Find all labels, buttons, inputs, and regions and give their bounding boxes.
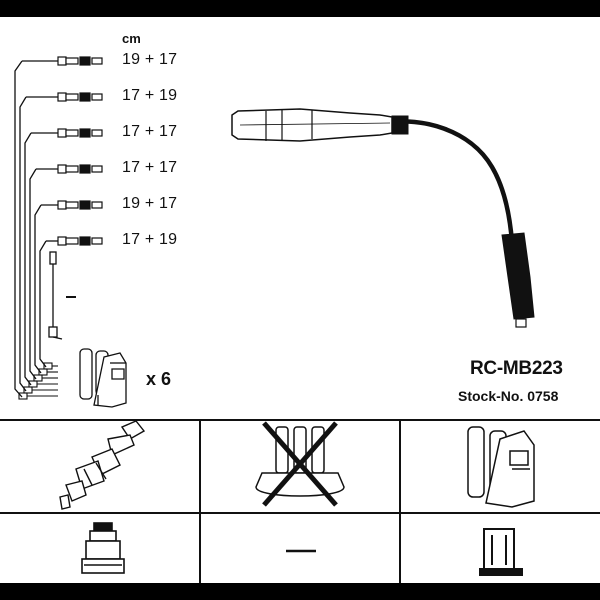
cable-set-diagram (14, 60, 63, 400)
coil-lead-dash (66, 296, 76, 298)
grid-lines (0, 419, 600, 583)
lead-length-2: 17 + 19 (122, 87, 178, 104)
coil-multiplier: x 6 (146, 369, 172, 389)
plug-connector-icon (81, 522, 125, 574)
coil-pack-small-icon (79, 348, 127, 408)
diagram-canvas (0, 56, 600, 583)
boot-connectors (57, 56, 103, 246)
ignition-lead-illustration (231, 108, 535, 328)
spark-plug-icon (59, 420, 146, 510)
terminal-icon (479, 528, 523, 576)
ignition-coil-icon (467, 426, 535, 508)
lead-length-1: 19 + 17 (122, 51, 178, 68)
part-number: RC-MB223 (470, 358, 563, 379)
lead-length-5: 19 + 17 (122, 195, 178, 212)
lead-length-6: 17 + 19 (122, 231, 178, 248)
lead-length-4: 17 + 17 (122, 159, 178, 176)
lead-length-3: 17 + 17 (122, 123, 178, 140)
stock-number: Stock-No. 0758 (458, 388, 559, 404)
unit-label: cm (122, 31, 141, 46)
distributor-cap-crossed-icon (255, 421, 345, 507)
